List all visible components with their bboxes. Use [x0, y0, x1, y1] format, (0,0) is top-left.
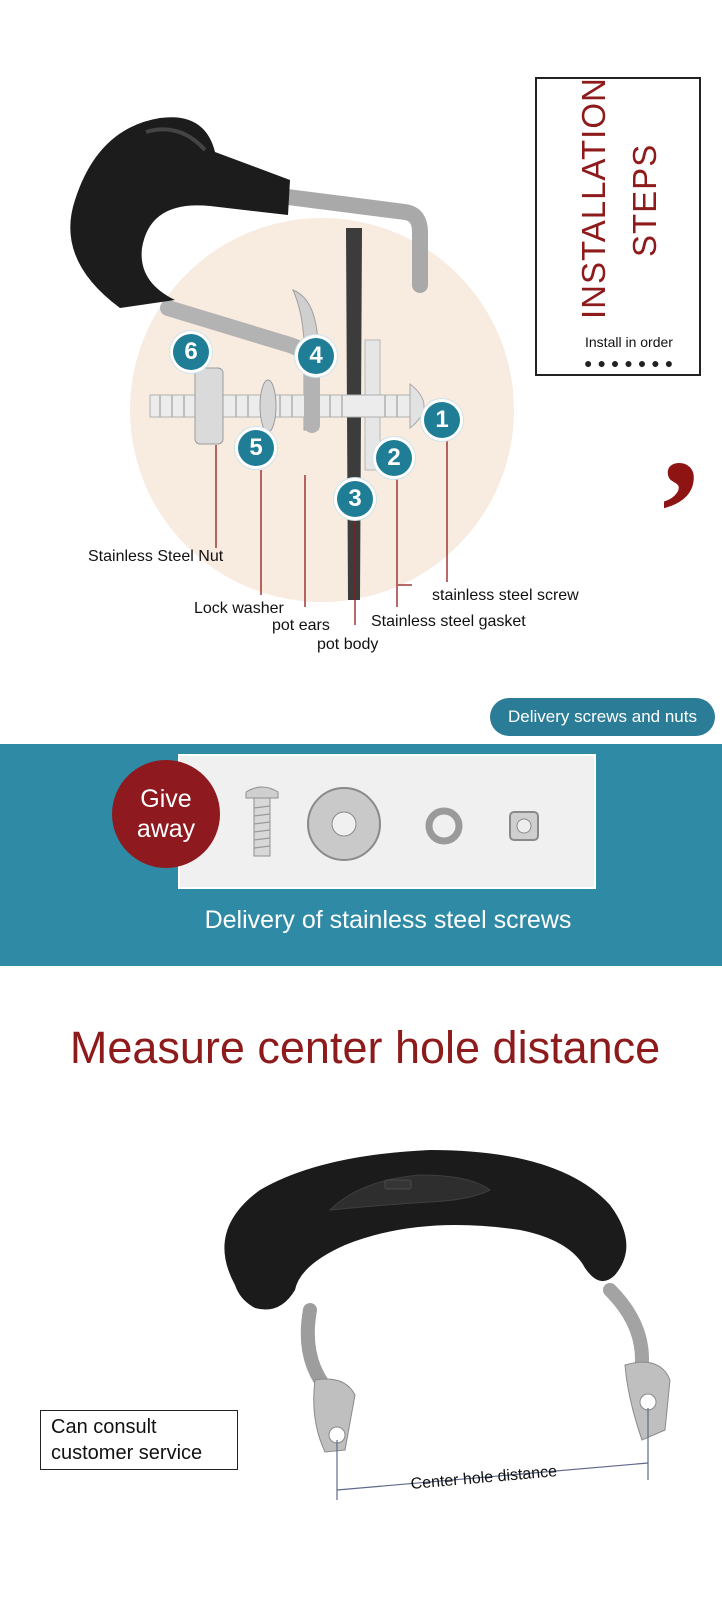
delivery-screws-pill: Delivery screws and nuts	[490, 698, 715, 736]
title-line-installation: INSTALLATION	[575, 77, 612, 319]
flat-washer-icon	[307, 787, 381, 861]
give-away-line2: away	[136, 815, 196, 843]
parts-illustration	[245, 786, 539, 861]
label-stainless-steel-nut: Stainless Steel Nut	[88, 548, 224, 565]
step-badge-5: 5	[238, 430, 274, 466]
hex-nut	[194, 367, 224, 445]
black-handle-grip	[70, 117, 290, 308]
delivery-caption: Delivery of stainless steel screws	[204, 906, 572, 934]
order-dots: ●●●●●●●	[584, 355, 679, 371]
black-handle	[224, 1150, 627, 1310]
install-in-order-text: Install in order	[585, 334, 673, 350]
title-line-steps: STEPS	[626, 143, 663, 257]
label-pot-ears: pot ears	[272, 617, 330, 634]
step-badge-3: 3	[337, 481, 373, 517]
square-nut-icon	[509, 811, 539, 841]
installation-steps-title: INSTALLATION STEPS	[537, 77, 703, 319]
label-lock-washer: Lock washer	[194, 600, 284, 617]
measurement-line	[336, 1408, 649, 1500]
consult-customer-service-box: Can consult customer service	[40, 1410, 238, 1470]
give-away-badge: Give away	[112, 760, 220, 868]
decorative-comma-icon: ,	[662, 352, 700, 518]
label-stainless-steel-gasket: Stainless steel gasket	[371, 613, 526, 630]
installation-steps-box: INSTALLATION STEPS Install in order ●●●●…	[535, 77, 701, 376]
lock-washer	[259, 379, 277, 433]
consult-line1: Can consult	[51, 1416, 157, 1438]
consult-line2: customer service	[51, 1442, 203, 1464]
screw-icon	[245, 786, 279, 857]
handle-rod-upper	[272, 188, 428, 293]
measure-title: Measure center hole distance	[69, 1022, 661, 1073]
parts-panel	[178, 754, 596, 889]
spring-washer-icon	[425, 807, 463, 845]
installation-diagram: 6 4 1 5 2 3 Stainless Steel Nut Lock was…	[0, 0, 722, 690]
step-badge-6: 6	[173, 334, 209, 370]
step-badge-2: 2	[376, 440, 412, 476]
step-badge-4: 4	[298, 338, 334, 374]
callout-leader-lines	[215, 440, 448, 625]
label-stainless-steel-screw: stainless steel screw	[432, 587, 579, 604]
step-badge-1: 1	[424, 402, 460, 438]
give-away-line1: Give	[140, 785, 192, 813]
label-pot-body: pot body	[317, 636, 379, 653]
handle-measure-illustration	[224, 1150, 671, 1500]
